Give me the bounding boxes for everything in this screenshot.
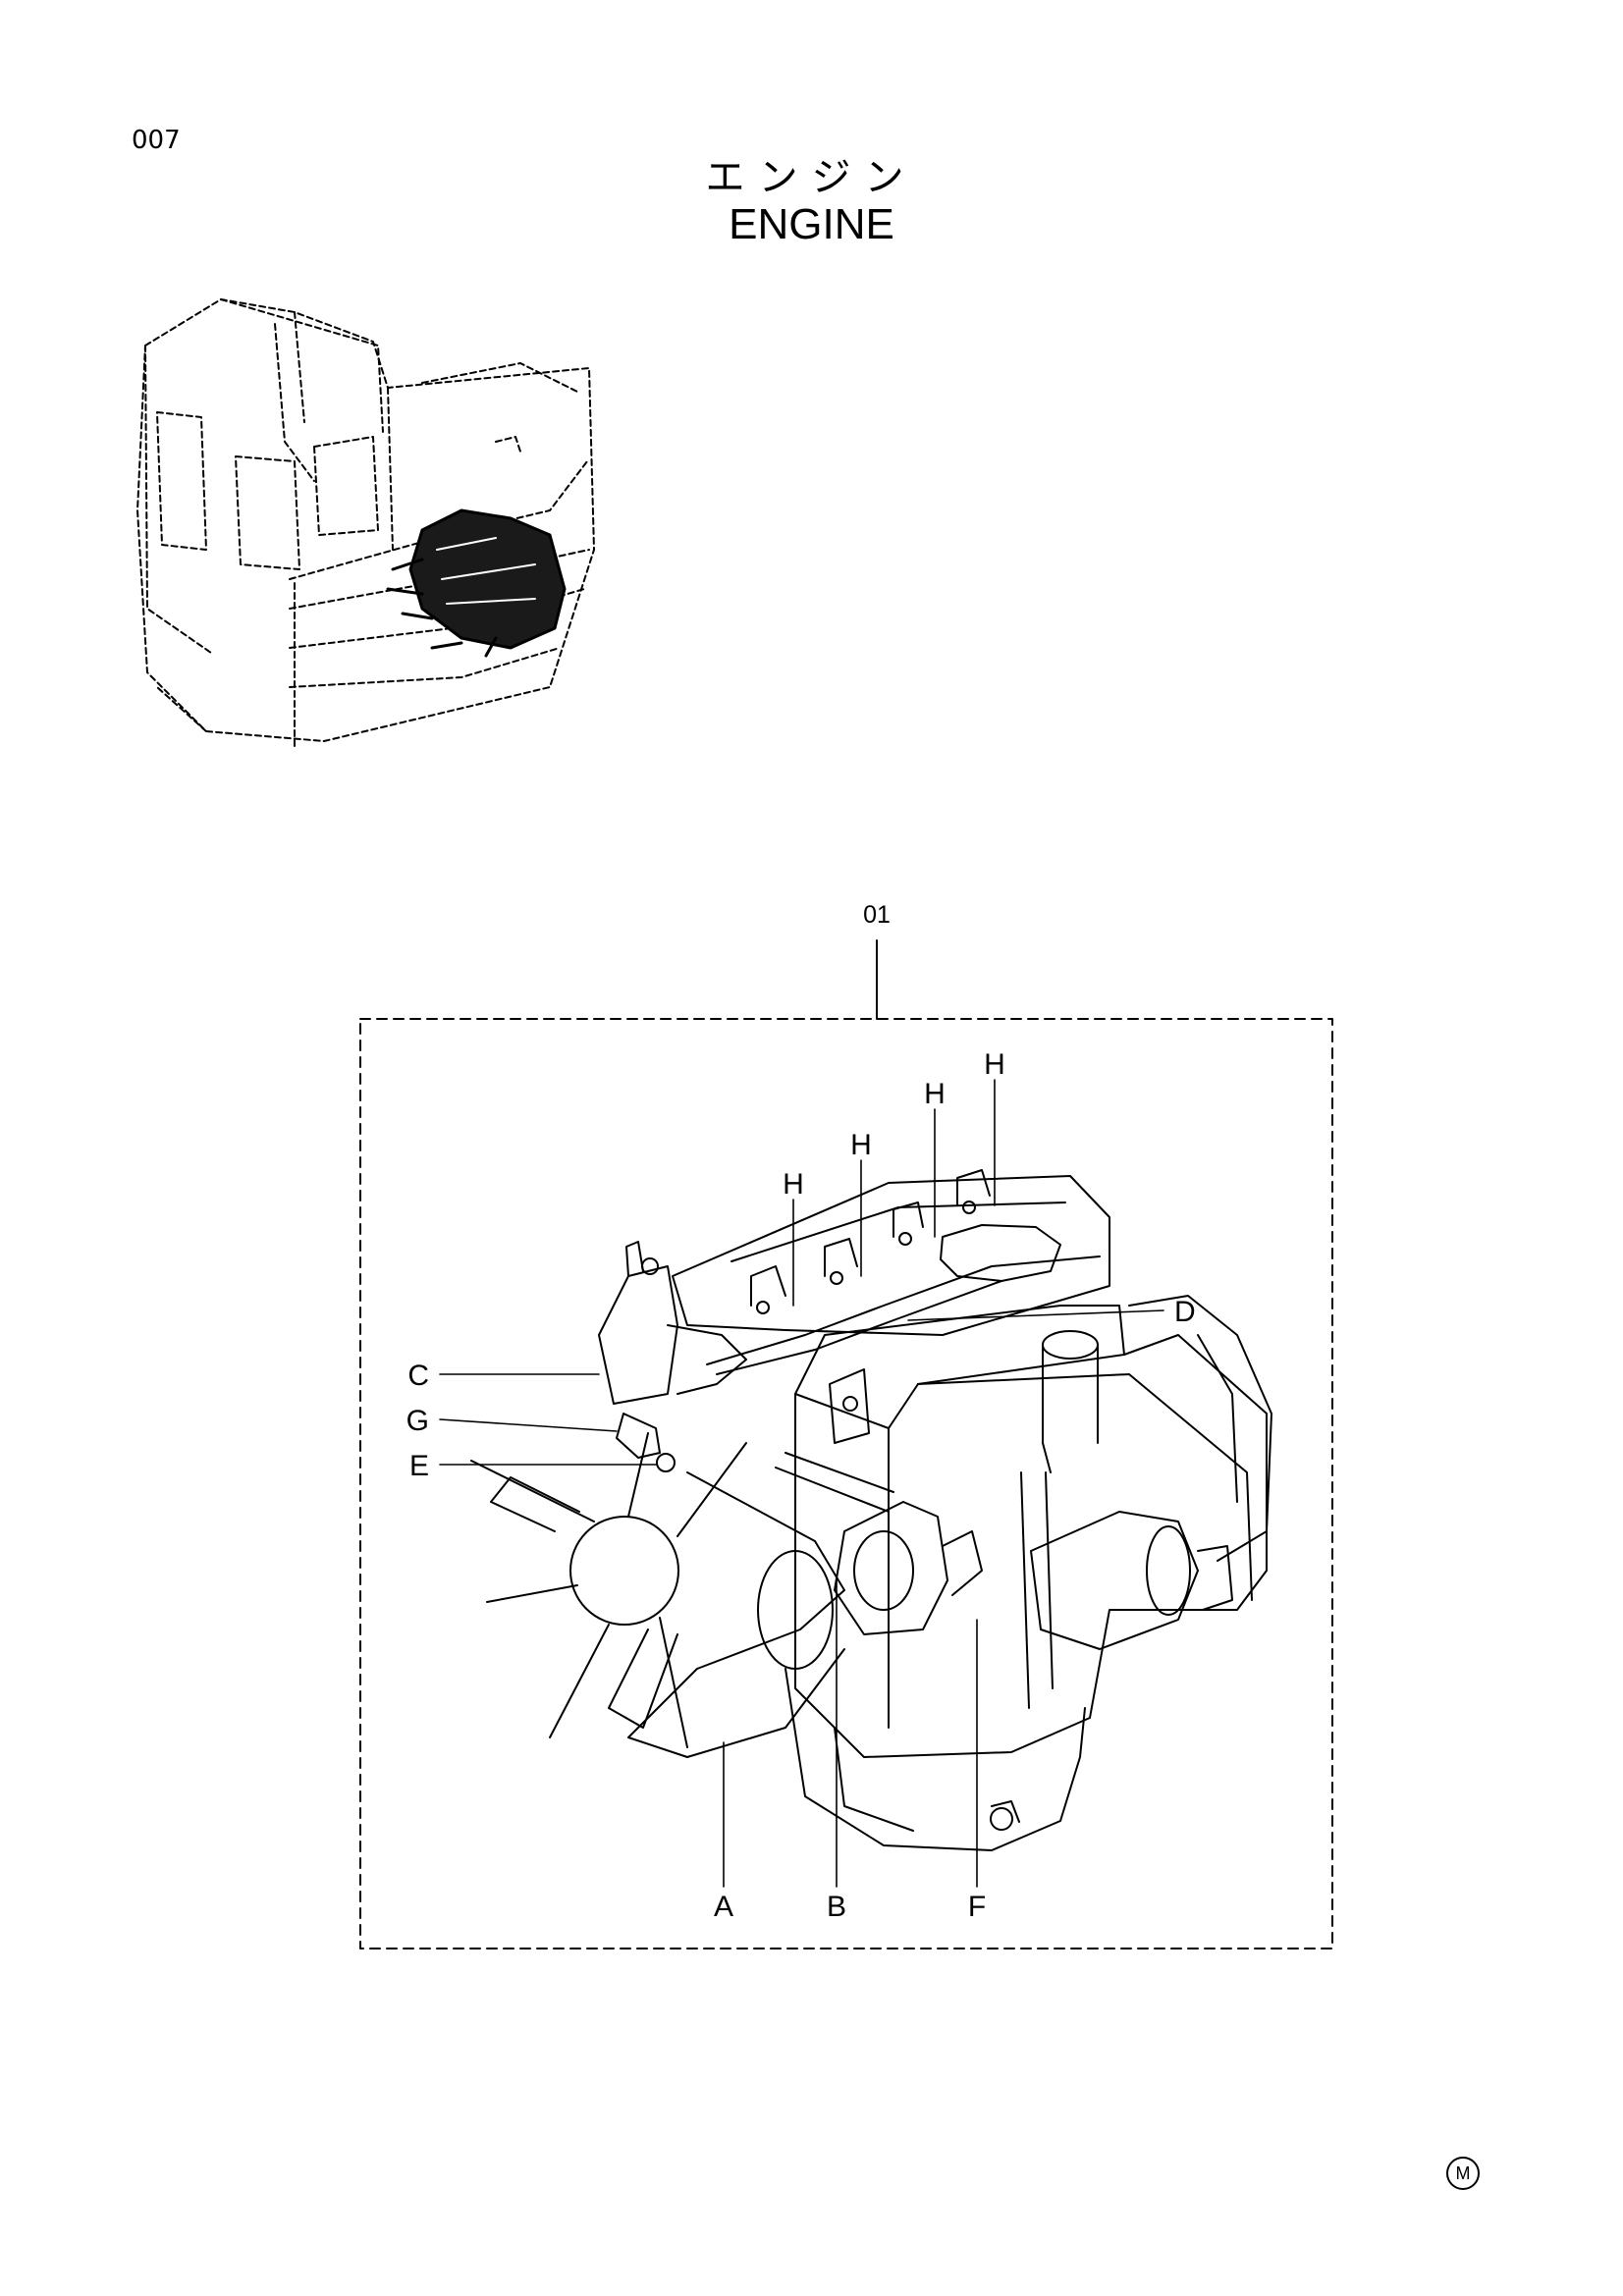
callout-label-d: D [1174, 1296, 1196, 1328]
callout-label-e: E [409, 1450, 429, 1482]
callout-label-f: F [968, 1891, 986, 1923]
callout-label-h: H [850, 1129, 872, 1161]
callout-label-h: H [783, 1168, 804, 1201]
callout-label-a: A [714, 1891, 733, 1923]
callout-label-c: C [407, 1360, 429, 1392]
title-english: ENGINE [729, 200, 894, 248]
callout-label-h: H [924, 1078, 946, 1110]
assembly-reference-label: 01 [863, 901, 891, 929]
circled-m-mark: M [1446, 2157, 1480, 2190]
assembly-group [359, 939, 1333, 1949]
title-japanese: エンジン [705, 155, 918, 200]
engine-highlight [386, 508, 567, 658]
page-number: 007 [132, 126, 181, 155]
callout-label-h: H [984, 1048, 1005, 1081]
machine-location-thumbnail [136, 298, 595, 747]
leader-lines [439, 1079, 1164, 1888]
callout-label-b: B [827, 1891, 846, 1923]
callout-label-g: G [406, 1405, 429, 1437]
engine-drawing [470, 1169, 1272, 1851]
